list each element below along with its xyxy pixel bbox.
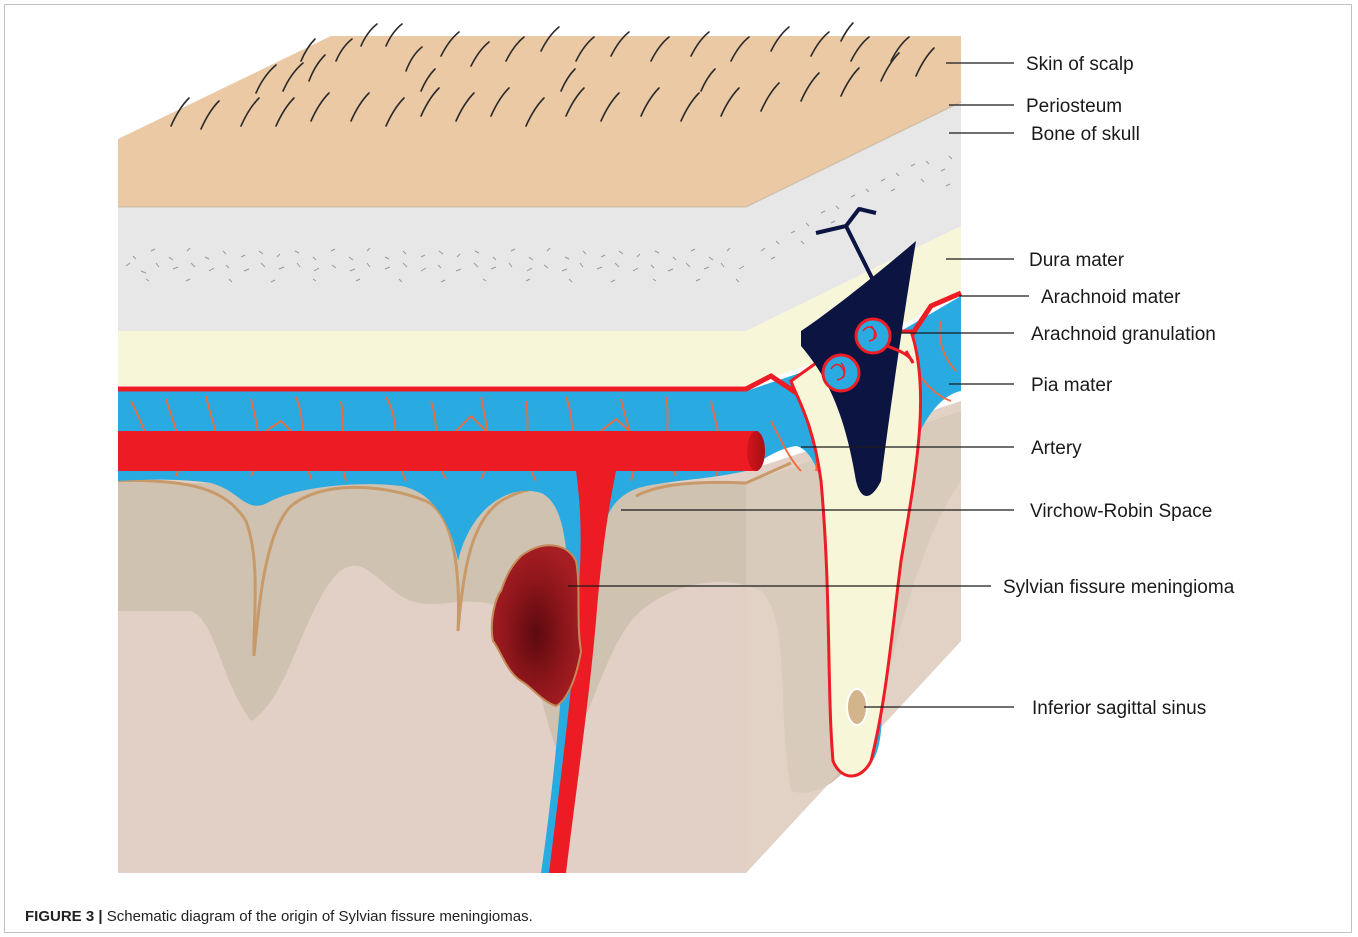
caption-text: Schematic diagram of the origin of Sylvi… — [107, 908, 533, 925]
label-artery: Artery — [1031, 438, 1082, 459]
label-sylvian-fissure-meningioma: Sylvian fissure meningioma — [1003, 577, 1235, 598]
anatomy-diagram: Skin of scalp Periosteum Bone of skull D… — [5, 5, 1353, 934]
diagram-labels: Skin of scalp Periosteum Bone of skull D… — [1003, 54, 1235, 719]
label-pia-mater: Pia mater — [1031, 375, 1113, 396]
figure-number: FIGURE 3 | — [25, 908, 103, 925]
label-bone-of-skull: Bone of skull — [1031, 124, 1140, 145]
label-virchow-robin-space: Virchow-Robin Space — [1030, 501, 1212, 522]
label-dura-mater: Dura mater — [1029, 250, 1125, 271]
figure-caption: FIGURE 3 | Schematic diagram of the orig… — [25, 908, 533, 925]
label-arachnoid-mater: Arachnoid mater — [1041, 287, 1181, 308]
artery-cut-end — [747, 431, 765, 471]
label-skin-of-scalp: Skin of scalp — [1026, 54, 1134, 75]
figure-frame: Skin of scalp Periosteum Bone of skull D… — [4, 4, 1352, 933]
label-arachnoid-granulation: Arachnoid granulation — [1031, 324, 1216, 345]
artery-vessel — [118, 431, 758, 471]
label-inferior-sagittal-sinus: Inferior sagittal sinus — [1032, 698, 1206, 719]
label-periosteum: Periosteum — [1026, 96, 1122, 117]
